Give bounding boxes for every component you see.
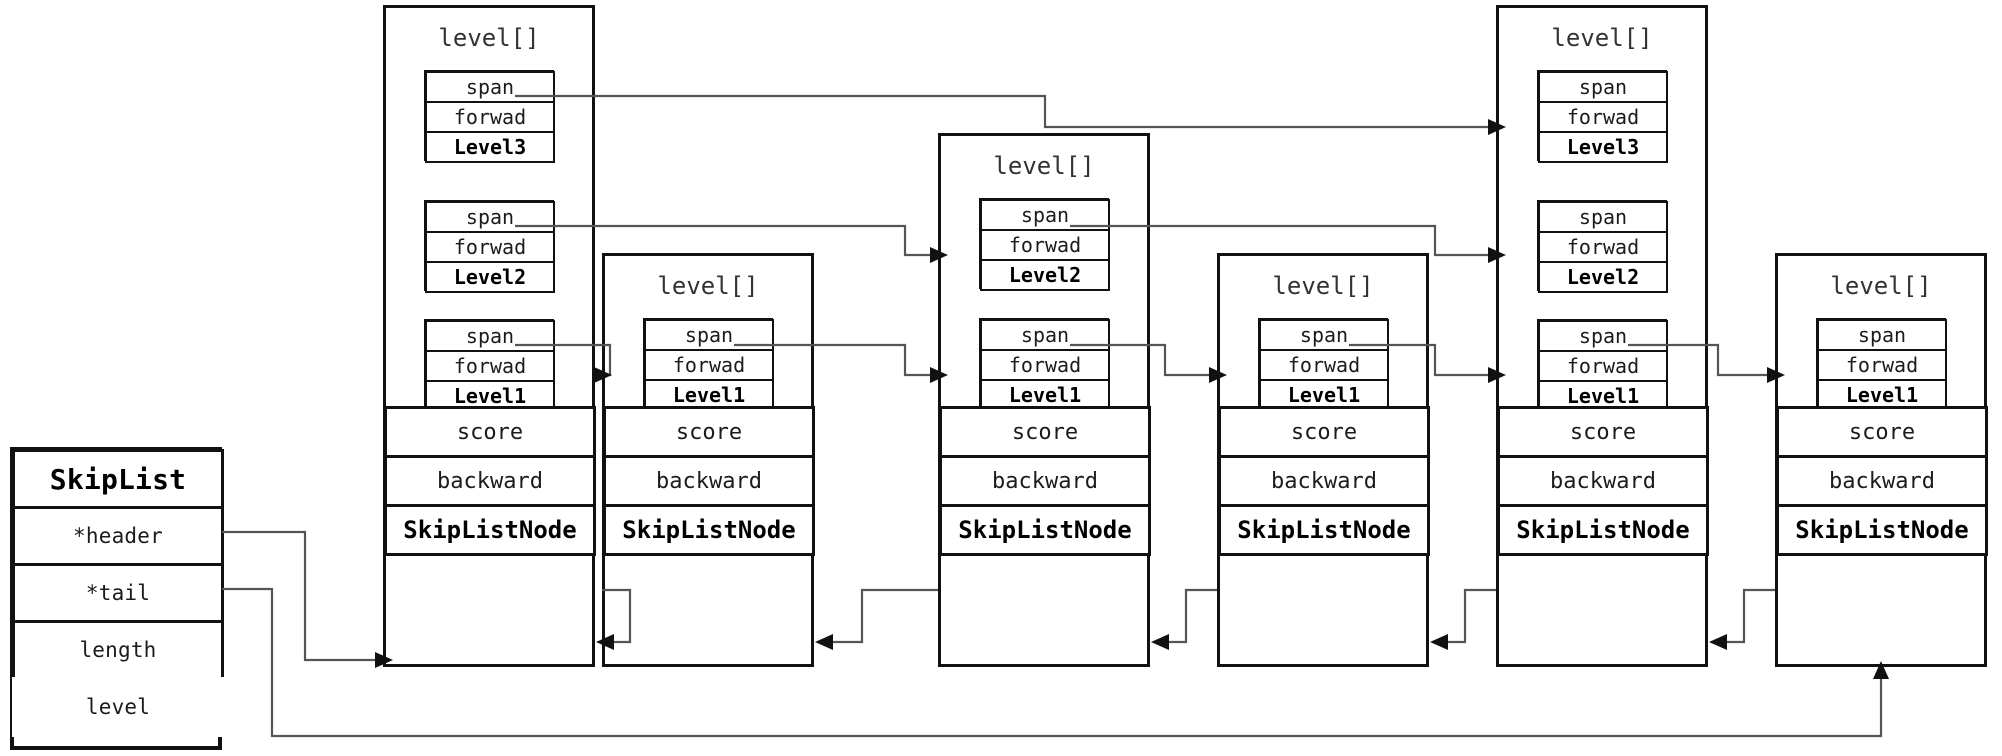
wire-backward-node3-node2 [815,588,938,650]
node-6-level-1-name: Level1 [1817,379,1947,411]
node-5-level-1-forward: forwad [1538,350,1668,382]
skiplist-field-tail: *tail [12,563,224,623]
node-1-type-label: SkipListNode [384,504,596,556]
wire-forward-l3-node1-node5 [515,94,1506,135]
node-6-level-1-span: span [1817,319,1947,351]
node-2-type-label: SkipListNode [603,504,815,556]
node-2-level-array-label: level[] [657,272,759,300]
node-3-score: score [939,406,1151,458]
node-3-level-2: span forwad Level2 [979,198,1110,291]
node-5-level-1: span forwad Level1 [1537,319,1668,412]
node-1-score: score [384,406,596,458]
node-5-level-1-span: span [1538,320,1668,352]
node-3-level-2-forward: forwad [980,229,1110,261]
node-4-level-1-forward: forwad [1259,349,1389,381]
node-4-level-1-name: Level1 [1259,379,1389,411]
node-4-level-1: span forwad Level1 [1258,318,1389,411]
node-1-level-3-span: span [425,71,555,103]
node-5-level-3-span: span [1538,71,1668,103]
node-5-level-2-name: Level2 [1538,261,1668,293]
node-4-score: score [1218,406,1430,458]
node-3-level-1-name: Level1 [980,379,1110,411]
node-1-level-1-forward: forwad [425,350,555,382]
wire-backward-node5-node4 [1430,588,1496,650]
node-4-backward: backward [1218,455,1430,507]
node-6-level-1-forward: forwad [1817,349,1947,381]
wire-backward-node6-node5 [1709,588,1775,650]
node-3-level-1-span: span [980,319,1110,351]
skiplist-struct-box: SkipList *header *tail length level [10,447,224,750]
node-5-score: score [1497,406,1709,458]
node-5-level-3: span forwad Level3 [1537,70,1668,163]
node-1-level-2-name: Level2 [425,261,555,293]
node-3-level-2-name: Level2 [980,259,1110,291]
node-5-level-3-forward: forwad [1538,101,1668,133]
node-1-level-2-span: span [425,201,555,233]
node-1-backward: backward [384,455,596,507]
node-2: level[] span forwad Level1 score backwar… [602,253,815,667]
node-5-level-array-label: level[] [1551,24,1653,52]
node-6: level[] span forwad Level1 score backwar… [1775,253,1988,667]
node-1-level-1: span forwad Level1 [424,319,555,412]
node-5-backward: backward [1497,455,1709,507]
node-1-level-1-span: span [425,320,555,352]
wire-backward-node4-node3 [1151,588,1217,650]
node-3: level[] span forwad Level2 span forwad L… [938,133,1151,667]
node-6-score: score [1776,406,1988,458]
node-1: level[] span forwad Level3 span forwad L… [383,5,596,667]
node-6-type-label: SkipListNode [1776,504,1988,556]
node-2-level-1: span forwad Level1 [643,318,774,411]
wire-header-pointer [222,530,393,668]
node-6-backward: backward [1776,455,1988,507]
node-3-level-1: span forwad Level1 [979,318,1110,411]
node-3-backward: backward [939,455,1151,507]
node-3-type-label: SkipListNode [939,504,1151,556]
skiplist-field-header: *header [12,506,224,566]
node-2-level-1-forward: forwad [644,349,774,381]
node-3-level-2-span: span [980,199,1110,231]
node-4-type-label: SkipListNode [1218,504,1430,556]
node-1-level-3: span forwad Level3 [424,70,555,163]
skiplist-title: SkipList [12,449,224,509]
node-3-level-array-label: level[] [993,152,1095,180]
node-5-level-3-name: Level3 [1538,131,1668,163]
skiplist-field-length: length [12,620,224,680]
node-5: level[] span forwad Level3 span forwad L… [1496,5,1709,667]
node-5-type-label: SkipListNode [1497,504,1709,556]
node-1-level-3-forward: forwad [425,101,555,133]
node-2-backward: backward [603,455,815,507]
node-6-level-1: span forwad Level1 [1816,318,1947,411]
node-2-score: score [603,406,815,458]
skiplist-field-level: level [12,677,224,737]
node-4-level-1-span: span [1259,319,1389,351]
node-5-level-2-forward: forwad [1538,231,1668,263]
node-5-level-2-span: span [1538,201,1668,233]
node-1-level-2: span forwad Level2 [424,200,555,293]
node-6-level-array-label: level[] [1830,272,1932,300]
node-3-level-1-forward: forwad [980,349,1110,381]
node-1-level-3-name: Level3 [425,131,555,163]
node-1-level-2-forward: forwad [425,231,555,263]
node-2-level-1-span: span [644,319,774,351]
node-1-level-array-label: level[] [438,24,540,52]
node-4: level[] span forwad Level1 score backwar… [1217,253,1430,667]
node-5-level-2: span forwad Level2 [1537,200,1668,293]
node-4-level-array-label: level[] [1272,272,1374,300]
